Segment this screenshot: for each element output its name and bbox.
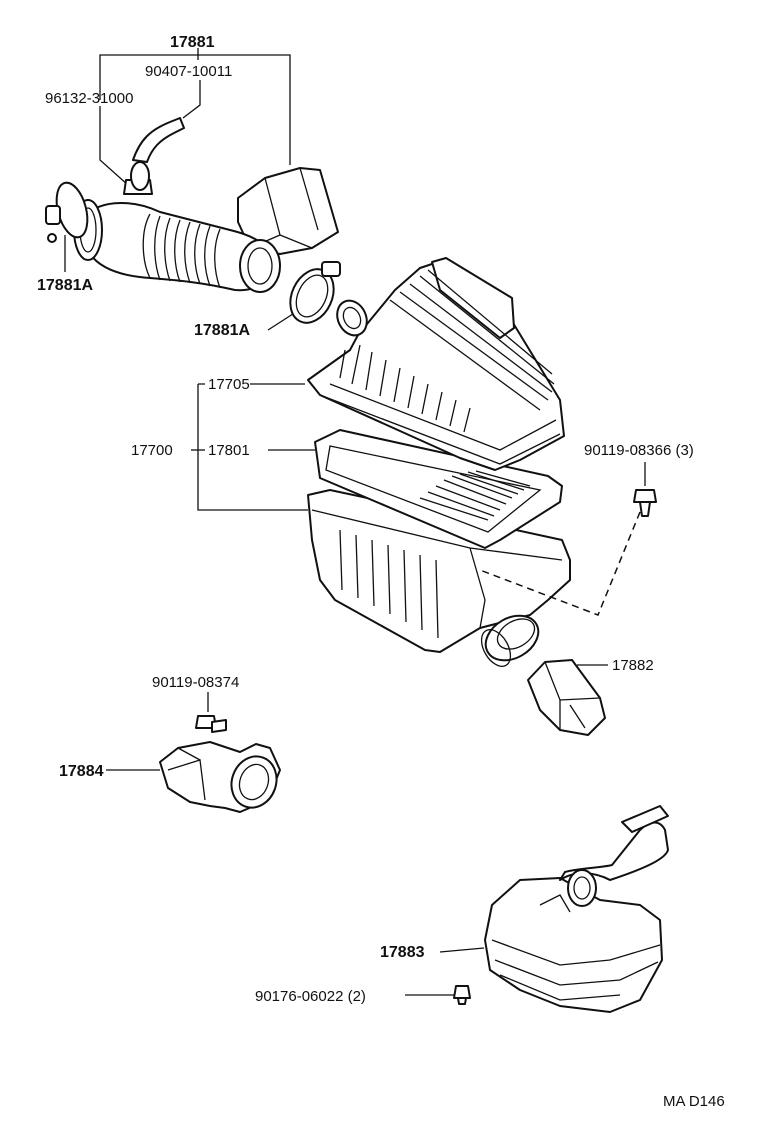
hose-clamp-17881a-mid [289, 261, 341, 324]
air-cleaner-cover-17705 [307, 257, 565, 471]
bolt-90176-06022 [453, 985, 471, 1005]
label-17881a-mid: 17881A [194, 322, 250, 339]
label-17801: 17801 [208, 442, 250, 459]
air-filter-element-17801 [314, 429, 563, 549]
bolt-location-dashed-line [479, 511, 641, 616]
label-90407-10011: 90407-10011 [145, 63, 232, 80]
resonator-17883 [484, 805, 669, 1013]
intake-elbow-17884 [159, 741, 281, 813]
label-17883: 17883 [380, 944, 425, 961]
label-diagram-code: MA D146 [663, 1093, 725, 1110]
bolt-90119-08366 [633, 489, 657, 517]
label-17705: 17705 [208, 376, 250, 393]
label-96132-31000: 96132-31000 [45, 90, 133, 107]
label-17700: 17700 [131, 442, 173, 459]
label-17882: 17882 [612, 657, 654, 674]
label-17881: 17881 [170, 34, 215, 51]
hose-clamp-17881a-left [45, 181, 89, 243]
label-90176-06022: 90176-06022 (2) [255, 988, 366, 1005]
label-90119-08366: 90119-08366 (3) [584, 442, 694, 459]
label-17881a-left: 17881A [37, 277, 93, 294]
bolt-90119-08374 [195, 715, 227, 733]
label-17884: 17884 [59, 763, 104, 780]
intake-duct-17882 [527, 659, 606, 736]
air-cleaner-hose-17881 [73, 117, 339, 293]
leader-lines [64, 48, 646, 996]
label-90119-08374: 90119-08374 [152, 674, 239, 691]
